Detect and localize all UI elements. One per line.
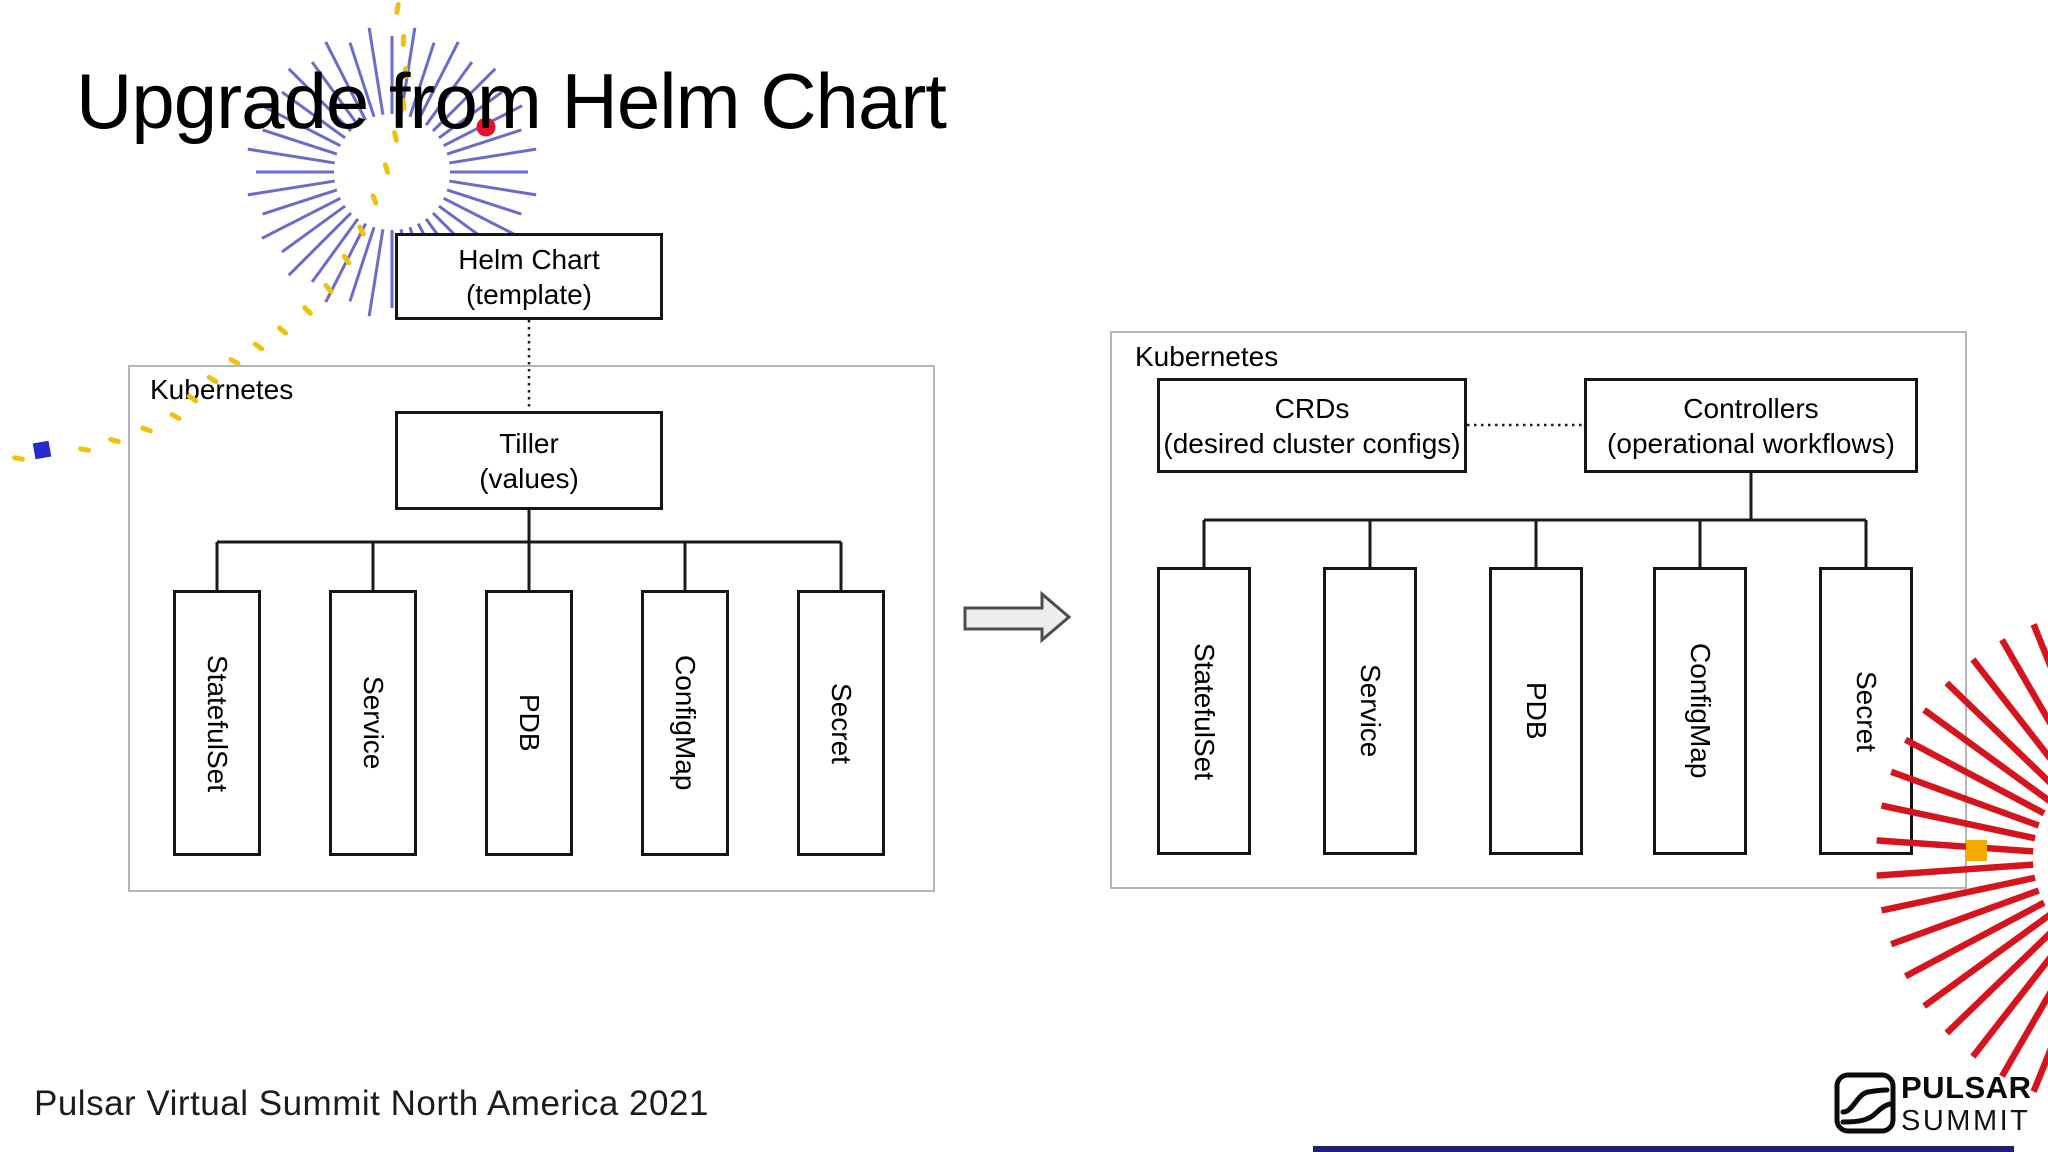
crds-node: CRDs (desired cluster configs) (1157, 378, 1467, 473)
right-kubernetes-container (1110, 331, 1967, 889)
crds-line1: CRDs (1274, 392, 1350, 424)
left-pdb-node: PDB (485, 590, 573, 856)
tiller-line1: Tiller (499, 427, 559, 459)
tiller-line2: (values) (479, 462, 579, 494)
left-statefulset-label: StatefulSet (202, 654, 233, 792)
right-service-label: Service (1355, 664, 1386, 758)
left-configmap-node: ConfigMap (641, 590, 729, 856)
left-secret-label: Secret (826, 682, 857, 764)
right-secret-label: Secret (1851, 670, 1882, 752)
right-secret-node: Secret (1819, 567, 1913, 855)
controllers-line2: (operational workflows) (1607, 427, 1895, 459)
controllers-node: Controllers (operational workflows) (1584, 378, 1918, 473)
controllers-line1: Controllers (1683, 392, 1819, 424)
tiller-node: Tiller (values) (395, 411, 663, 510)
left-configmap-label: ConfigMap (670, 655, 701, 791)
left-secret-node: Secret (797, 590, 885, 856)
bottom-navy-bar (1313, 1146, 2014, 1152)
right-configmap-node: ConfigMap (1653, 567, 1747, 855)
right-service-node: Service (1323, 567, 1417, 855)
left-pdb-label: PDB (514, 694, 545, 752)
left-service-node: Service (329, 590, 417, 856)
left-statefulset-node: StatefulSet (173, 590, 261, 856)
right-statefulset-label: StatefulSet (1189, 642, 1220, 780)
left-kubernetes-label: Kubernetes (150, 374, 294, 405)
right-pdb-node: PDB (1489, 567, 1583, 855)
helm-chart-line2: (template) (465, 278, 593, 310)
right-statefulset-node: StatefulSet (1157, 567, 1251, 855)
right-pdb-label: PDB (1521, 682, 1552, 740)
right-configmap-label: ConfigMap (1685, 643, 1716, 779)
left-kubernetes-container (128, 365, 935, 892)
helm-chart-line1: Helm Chart (458, 243, 600, 275)
crds-line2: (desired cluster configs) (1163, 427, 1461, 459)
right-kubernetes-label: Kubernetes (1135, 341, 1279, 372)
left-service-label: Service (358, 676, 389, 770)
footer-text: Pulsar Virtual Summit North America 2021 (34, 1084, 709, 1123)
helm-chart-node: Helm Chart (template) (395, 233, 663, 320)
page-title: Upgrade from Helm Chart (76, 57, 947, 145)
